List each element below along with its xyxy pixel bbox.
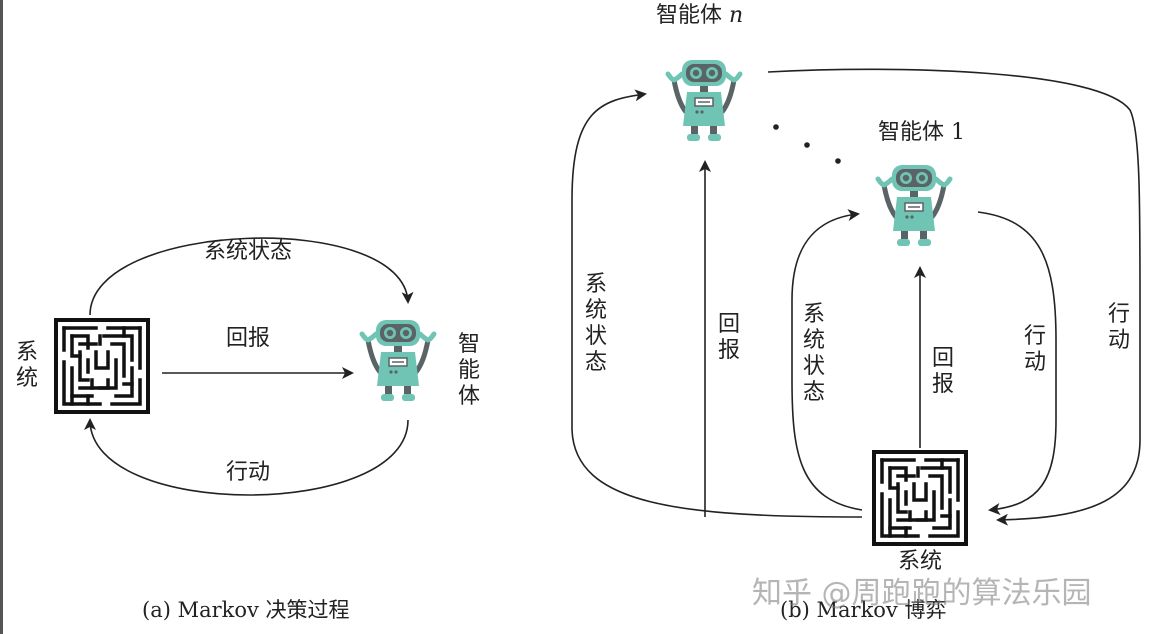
action-arrow [84, 418, 409, 496]
inner-action-label: 行动 [1023, 324, 1046, 375]
inner-state-arrow [791, 209, 863, 511]
ellipsis-dot [773, 124, 779, 130]
action-label: 行动 [226, 460, 271, 485]
agent-n-text: 智能体 [656, 3, 723, 28]
caption-a: (a) Markov 决策过程 [142, 598, 350, 622]
ellipsis-dot [804, 142, 810, 148]
inner-state-label: 系统状态 [802, 302, 825, 405]
maze-icon [54, 318, 150, 414]
agent-label: 智能体 [457, 332, 480, 409]
inner-reward-label: 回报 [931, 346, 954, 397]
system-label: 系统 [15, 340, 38, 391]
outer-reward-label: 回报 [717, 312, 740, 363]
outer-state-label: 系统状态 [584, 272, 607, 375]
robot-icon [362, 320, 434, 401]
agent-n-label: 智能体 n [656, 5, 743, 27]
state-arrow [89, 237, 414, 316]
outer-action-label: 行动 [1107, 302, 1130, 353]
state-label: 系统状态 [204, 239, 293, 264]
inner-action-arrow [977, 211, 1057, 515]
left-border [0, 0, 3, 634]
outer-state-arrow [571, 89, 863, 518]
watermark: 知乎 @周跑跑的算法乐园 [752, 576, 1092, 611]
caption-b: (b) Markov 博弈 [780, 598, 947, 622]
reward-label: 回报 [226, 326, 271, 351]
robot-icon [878, 165, 950, 246]
agent-n-variable: n [729, 3, 744, 28]
maze-icon [872, 450, 968, 546]
agent-1-label: 智能体 1 [878, 120, 965, 145]
system-label-b: 系统 [898, 549, 943, 574]
ellipsis-dot [835, 158, 841, 164]
outer-action-arrow [767, 68, 1141, 526]
robot-icon [668, 60, 740, 141]
